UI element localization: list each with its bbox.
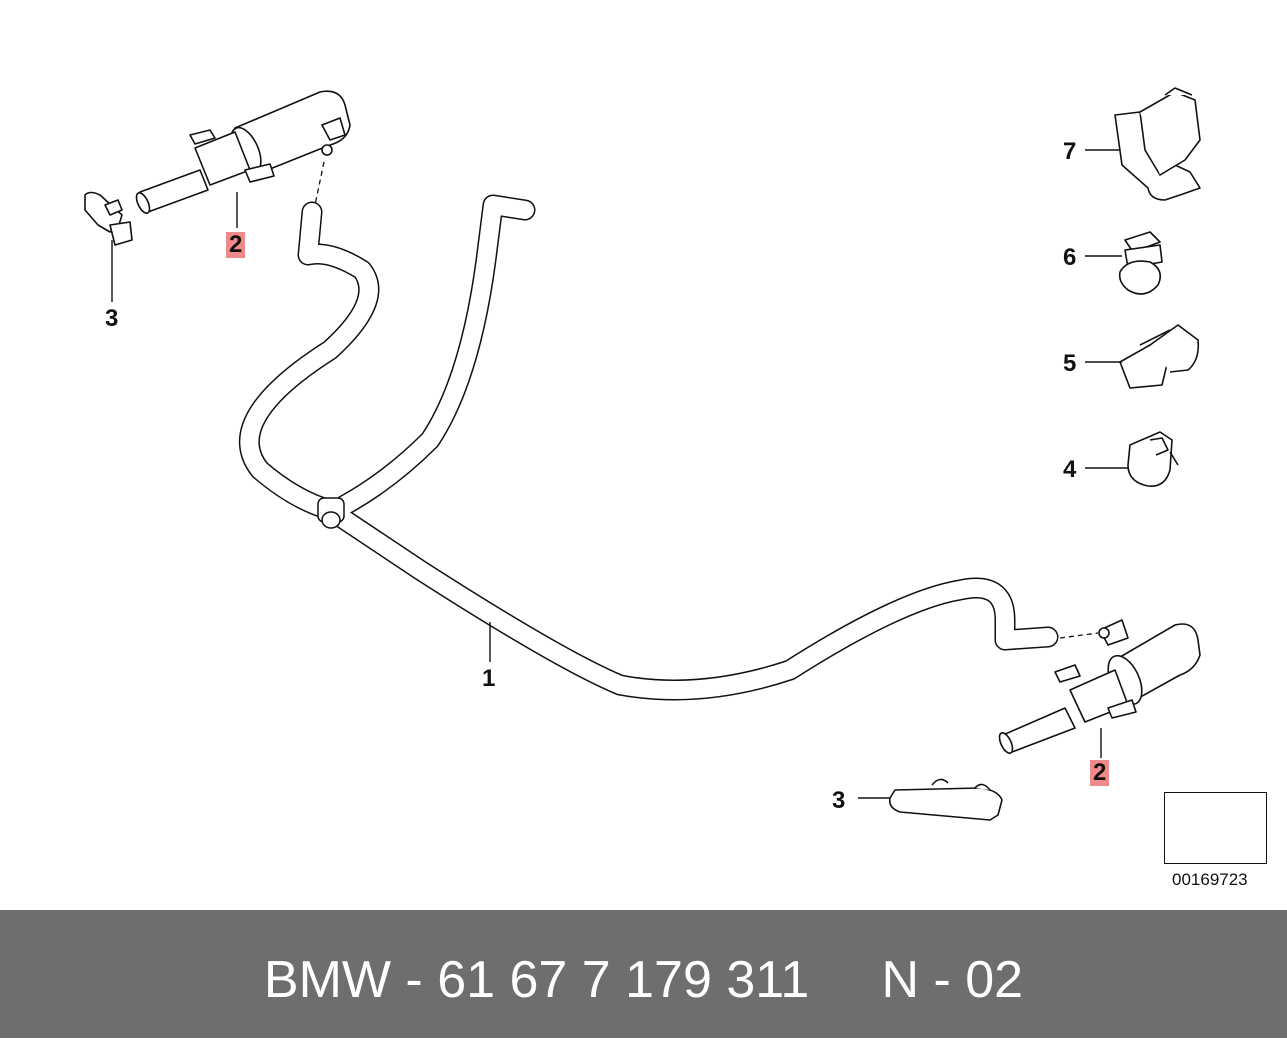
callout-clip-5: 5	[1063, 350, 1077, 377]
dashed-connection-top	[314, 161, 325, 206]
clip-5	[1119, 324, 1200, 389]
reference-code: 00169723	[1172, 870, 1248, 889]
clip-6	[1118, 231, 1163, 295]
nozzle-cap-bottom	[888, 778, 1003, 821]
callout-nozzle-top: 2	[226, 232, 246, 258]
callout-hose: 1	[482, 665, 496, 692]
callout-cap-top: 3	[105, 305, 119, 332]
callout-cap-bottom: 3	[832, 787, 846, 814]
footer-bar: BMW - 61 67 7 179 311 N - 02	[0, 910, 1287, 1038]
washer-nozzle-bottom	[998, 619, 1201, 754]
clip-4	[1127, 431, 1179, 487]
washer-hose	[238, 194, 1059, 701]
dashed-connection-bottom	[1059, 632, 1099, 639]
leader-lines	[111, 149, 1128, 799]
holder-7	[1114, 87, 1201, 201]
reference-box	[1164, 792, 1267, 864]
nozzle-cap-top	[84, 191, 133, 246]
parts-diagram	[84, 87, 1258, 858]
callout-clip-6: 6	[1063, 244, 1077, 271]
washer-nozzle-top	[135, 90, 351, 214]
callout-holder-7: 7	[1063, 138, 1077, 165]
callout-nozzle-bottom: 2	[1090, 760, 1110, 786]
part-number-label: BMW - 61 67 7 179 311 N - 02	[263, 951, 1024, 1009]
callout-clip-4: 4	[1063, 456, 1077, 483]
